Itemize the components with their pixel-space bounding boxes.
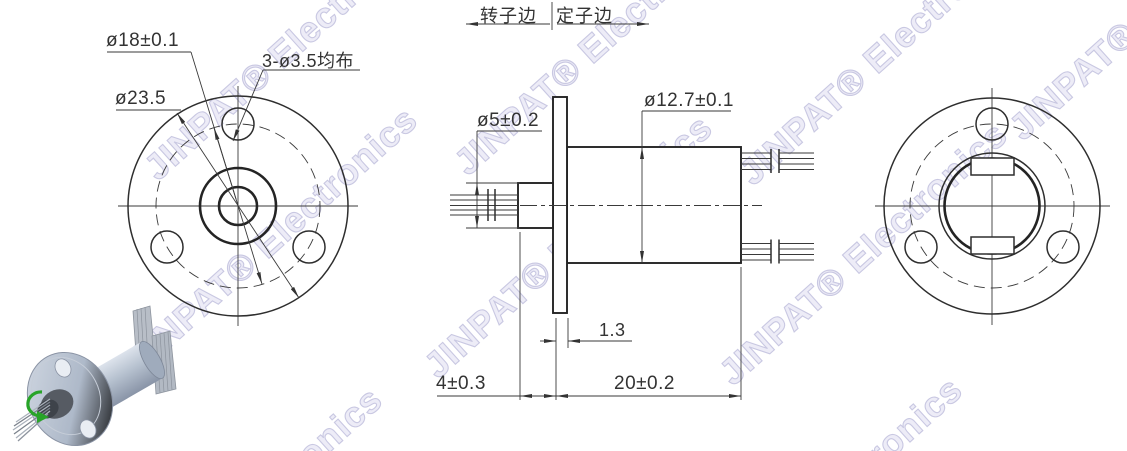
dim-shaft-diameter — [466, 130, 542, 229]
dim-flange-thickness-label: 1.3 — [599, 320, 626, 340]
dim-shaft-diameter-label: ø5±0.2 — [477, 110, 540, 131]
mount-hole-right — [1046, 230, 1080, 264]
dim-rotor-length-label: 4±0.3 — [436, 373, 486, 394]
mount-hole-top — [975, 107, 1009, 141]
rotor-wires — [450, 189, 518, 221]
stator-wires-bottom — [741, 239, 814, 264]
rotor-side-label: 转子边 — [480, 6, 537, 26]
section-view — [437, 2, 814, 400]
dim-flange-diameter-label: ø23.5 — [115, 88, 167, 109]
flange-outer-circle — [127, 95, 349, 317]
stator-ring-outer — [938, 152, 1046, 260]
dim-body-length-label: 20±0.2 — [614, 373, 675, 394]
dim-length-chain — [437, 232, 742, 400]
rear-view — [875, 88, 1110, 325]
rotation-arrow-icon — [26, 390, 49, 423]
dim-line-flange — [176, 112, 300, 299]
flange-outer-circle — [883, 97, 1101, 315]
render-bolt-hole — [79, 419, 97, 439]
dim-flange-thickness — [540, 318, 632, 400]
flange-outline — [552, 96, 568, 314]
dim-body-diameter — [640, 110, 731, 263]
wire-slot-bottom — [970, 236, 1015, 255]
stator-wires-top — [741, 149, 814, 173]
wire-slot-top — [970, 157, 1015, 176]
leader-holes — [232, 69, 264, 142]
dim-body-diameter-label: ø12.7±0.1 — [644, 90, 734, 111]
dim-mount-holes-label: 3-ø3.5均布 — [262, 51, 355, 71]
dim-bolt-circle-label: ø18±0.1 — [106, 30, 180, 51]
render-bolt-hole — [54, 358, 72, 378]
front-view — [107, 51, 360, 326]
stator-side-label: 定子边 — [556, 6, 613, 26]
product-render — [12, 305, 177, 447]
mount-hole-left — [904, 230, 938, 264]
body-outline — [566, 146, 742, 264]
bolt-circle — [909, 123, 1075, 289]
